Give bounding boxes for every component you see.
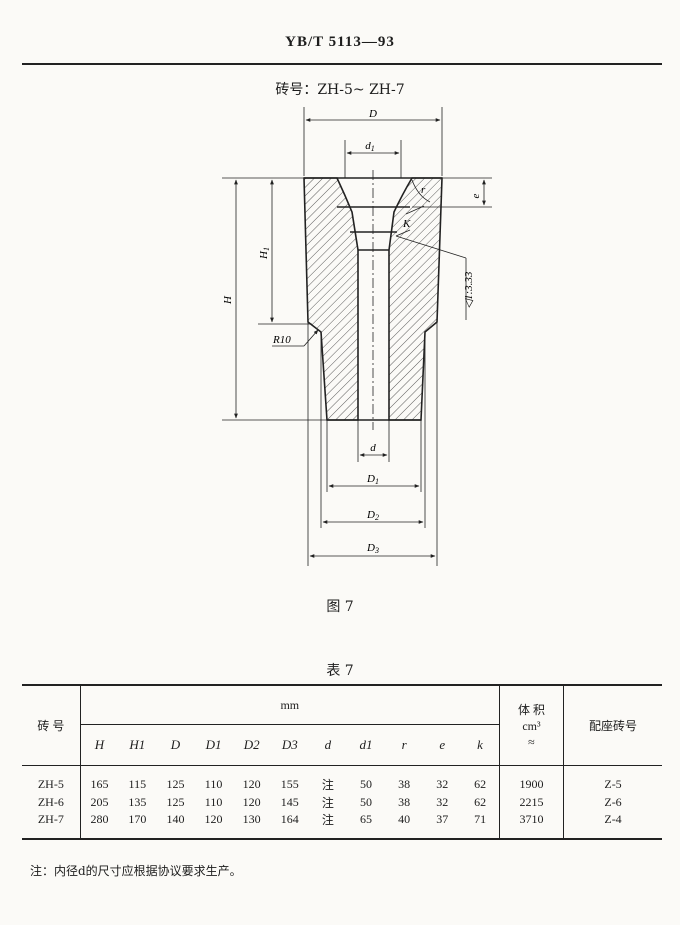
table-cell: 71 (474, 812, 487, 826)
label-r: r (421, 184, 426, 196)
brick-outline (304, 170, 442, 430)
standard-number: YB/T 5113—93 (285, 34, 395, 50)
table-cell: 50 (359, 794, 372, 809)
header-col: d1 (346, 724, 386, 766)
table-cell: 280 (79, 811, 119, 839)
table-cell: 125 (166, 777, 185, 791)
header-col: d (308, 724, 347, 766)
row-brick-code: ZH-7 (37, 812, 64, 826)
table-caption: 表 7 (326, 663, 354, 679)
row-mating: Z-4 (563, 811, 662, 839)
right-wall-section (388, 177, 443, 421)
table-cell: 155 (280, 777, 299, 791)
table-cell: 164 (280, 812, 299, 826)
label-d1: d1 (365, 140, 375, 153)
header-col: D3 (270, 724, 309, 766)
table-cell: 115 (128, 777, 147, 791)
table-cell: 65 (359, 812, 372, 826)
table-cell: 62 (474, 777, 487, 791)
label-D: D (368, 108, 377, 120)
dim-H1 (258, 177, 312, 325)
label-taper: ◁1:3.33 (463, 271, 475, 308)
header-brick-code: 砖 号 (22, 685, 81, 766)
header-volume: 体 积 cm³ ≈ (498, 685, 564, 766)
table-cell: 125 (166, 794, 185, 809)
header-col: H1 (118, 724, 157, 766)
footnote: 注：内径d的尺寸应根据协议要求生产。 (30, 864, 242, 878)
header-col: D2 (232, 724, 271, 766)
dim-D2 (320, 332, 426, 528)
table-cell: 110 (204, 777, 223, 791)
table-cell: 38 (398, 777, 411, 791)
row-brick-code: ZH-5 (37, 777, 64, 791)
row-brick-code: ZH-6 (37, 794, 64, 809)
label-R10: R10 (272, 334, 291, 346)
table-cell: 205 (79, 793, 119, 811)
table-cell: 32 (436, 777, 449, 791)
header-col: r (385, 724, 424, 766)
row-mating: Z-6 (563, 793, 662, 811)
R10-leader (272, 329, 319, 347)
row-volume: 2215 (498, 793, 564, 811)
table-cell: 注 (321, 778, 334, 792)
table-cell: 40 (398, 812, 411, 826)
table-cell: 62 (474, 794, 487, 809)
header-unit: mm (79, 685, 500, 725)
row-volume: 1900 (498, 765, 564, 793)
label-H1: H1 (258, 247, 271, 260)
radius-r-arc (411, 179, 431, 203)
label-D1: D1 (366, 473, 379, 486)
table-cell: 注 (321, 813, 334, 827)
table-cell: 135 (128, 794, 147, 809)
row-mating: Z-5 (563, 765, 662, 793)
dim-D1 (326, 420, 422, 492)
header-mating: 配座砖号 (563, 685, 662, 766)
table-cell: 110 (204, 794, 223, 809)
label-D3: D3 (366, 542, 379, 555)
label-D2: D2 (366, 509, 379, 522)
left-wall-section (303, 177, 359, 421)
table-cell: 120 (204, 812, 223, 826)
table-cell: 130 (242, 812, 261, 826)
brick-code-title: 砖号：ZH-5~ ZH-7 (275, 82, 405, 98)
row-volume: 3710 (498, 811, 564, 839)
figure-caption: 图 7 (326, 599, 354, 615)
table-cell: 145 (280, 794, 299, 809)
dim-H (222, 177, 327, 421)
header-col: D1 (194, 724, 233, 766)
dim-D (303, 107, 443, 176)
dim-d (357, 420, 390, 462)
header-col: D (156, 724, 195, 766)
table-cell: 165 (79, 765, 119, 793)
table-cell: 50 (359, 777, 372, 791)
dim-d1 (344, 140, 402, 178)
label-K: K (402, 218, 411, 230)
table-cell: 120 (242, 794, 261, 809)
taper-leader (395, 235, 467, 320)
header-col: e (423, 724, 462, 766)
technical-drawing: D d1 e r K ◁1:3.33 H1 H R10 (222, 107, 492, 566)
header-col: H (79, 724, 119, 766)
table-cell: 32 (436, 794, 449, 809)
dim-D3 (307, 322, 438, 566)
header-col: k (461, 724, 500, 766)
dim-e (412, 177, 492, 208)
table-cell: 120 (242, 777, 261, 791)
table-cell: 37 (436, 812, 449, 826)
table-cell: 140 (166, 812, 185, 826)
table-cell: 38 (398, 794, 411, 809)
header-rule (22, 63, 662, 65)
label-H: H (222, 295, 234, 305)
label-e: e (470, 193, 482, 198)
table-cell: 170 (128, 812, 147, 826)
table-cell: 注 (321, 795, 334, 810)
label-d: d (370, 442, 376, 454)
